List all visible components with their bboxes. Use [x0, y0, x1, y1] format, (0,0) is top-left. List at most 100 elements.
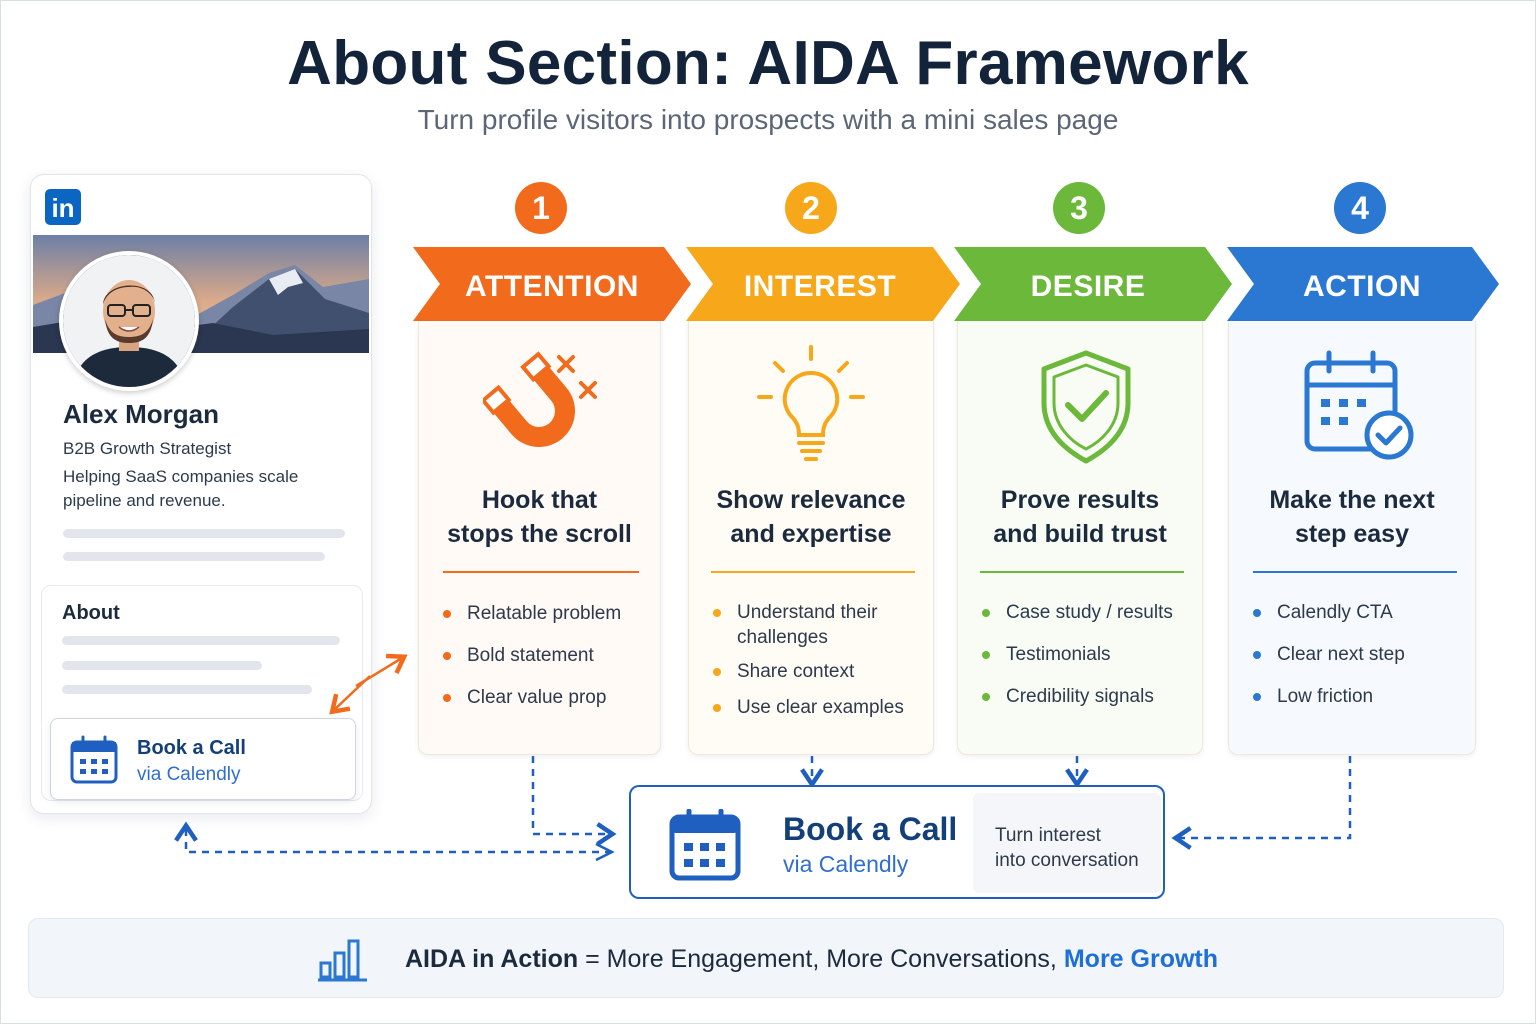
card-title-interest: Show relevance and expertise [689, 483, 933, 551]
footer-text: AIDA in Action = More Engagement, More C… [405, 945, 1218, 974]
bullet-list-interest: Understand their challenges Share contex… [711, 600, 921, 720]
book-call-sub: via Calendly [137, 764, 241, 785]
card-title-line: Show relevance [716, 486, 906, 514]
page-subtitle: Turn profile visitors into prospects wit… [417, 104, 1119, 135]
step-card-action: Make the next step easy Calendly CTA Cle… [1228, 321, 1476, 755]
stage-label-attention: ATTENTION [465, 270, 639, 303]
book-call-subtitle: via Calendly [783, 851, 909, 877]
list-item-text: Bold statement [467, 645, 594, 666]
card-title-line: step easy [1295, 520, 1409, 548]
dashed-arrow [531, 756, 617, 846]
step-number-4: 4 [1334, 182, 1386, 234]
cta-note-panel: Turn interest into conversation [973, 793, 1161, 893]
card-title-line: and expertise [730, 520, 892, 548]
card-title-action: Make the next step easy [1229, 483, 1475, 551]
step-card-desire: Prove results and build trust Case study… [957, 321, 1203, 755]
divider [1253, 571, 1457, 573]
stage-label-action: ACTION [1303, 270, 1421, 303]
list-item-text: Use clear examples [737, 697, 904, 718]
list-item-text: Testimonials [1006, 644, 1111, 665]
chevron-action [1227, 247, 1499, 321]
profile-role: B2B Growth Strategist [63, 439, 232, 458]
cta-note-line: Turn interest [995, 825, 1101, 846]
dashed-arrow [1171, 756, 1352, 850]
list-item-text: Clear value prop [467, 687, 607, 708]
card-title-line: Make the next [1269, 486, 1435, 514]
bullet-list-attention: Relatable problem Bold statement Clear v… [441, 601, 621, 710]
about-section: About Book a Call via Calendly [41, 585, 363, 801]
list-item-text: Case study / results [1006, 602, 1173, 623]
page-title: About Section: AIDA Framework [287, 29, 1249, 98]
footer-highlight: More Growth [1063, 945, 1219, 973]
list-item: Understand their challenges [711, 600, 921, 650]
footer-equals: = [585, 945, 600, 973]
step-card-interest: Show relevance and expertise Understand … [688, 321, 934, 755]
list-item-text: Share context [737, 661, 855, 682]
arrow-head [595, 842, 615, 862]
orange-arrow [329, 675, 371, 715]
list-item-text: Calendly CTA [1277, 602, 1393, 623]
calendar-check-icon [1304, 350, 1414, 460]
footer-lead: AIDA in Action [405, 945, 579, 973]
about-heading: About [62, 602, 120, 624]
book-call-title: Book a Call [783, 811, 958, 847]
footer-middle: More Engagement, More Conversations, [606, 945, 1057, 973]
list-item: Case study / results [980, 600, 1173, 625]
list-item: Bold statement [441, 643, 621, 668]
card-title-line: and build trust [993, 520, 1167, 548]
shield-check-icon [1041, 350, 1131, 464]
list-item: Calendly CTA [1251, 600, 1405, 625]
book-call-label: Book a Call [137, 737, 246, 759]
card-title-line: Hook that [481, 486, 598, 514]
calendar-icon [70, 735, 118, 784]
lightbulb-icon [757, 345, 865, 461]
cta-note-line: into conversation [995, 850, 1139, 871]
book-call-button[interactable]: Book a Call via Calendly Turn interest i… [629, 785, 1165, 899]
placeholder-line [62, 661, 262, 670]
chevron-desire [954, 247, 1232, 321]
list-item: Clear next step [1251, 642, 1405, 667]
list-item-text: Relatable problem [467, 603, 622, 624]
list-item: Clear value prop [441, 685, 621, 710]
list-item: Testimonials [980, 642, 1173, 667]
step-number-3: 3 [1053, 182, 1105, 234]
divider [443, 571, 639, 573]
list-item: Credibility signals [980, 684, 1173, 709]
placeholder-line [62, 636, 340, 645]
divider [711, 571, 915, 573]
placeholder-line [63, 529, 345, 538]
placeholder-line [63, 552, 325, 561]
stage-label-interest: INTEREST [743, 270, 897, 303]
list-item: Relatable problem [441, 601, 621, 626]
card-title-desire: Prove results and build trust [958, 483, 1202, 551]
chevron-interest [686, 247, 960, 321]
list-item: Low friction [1251, 684, 1405, 709]
list-item-text: Clear next step [1277, 644, 1405, 665]
step-card-attention: Hook that stops the scroll Relatable pro… [418, 321, 661, 755]
bar-chart-icon [318, 939, 367, 982]
linkedin-profile-card: in [30, 174, 372, 814]
linkedin-logo-icon: in [45, 189, 81, 225]
list-item-text: Credibility signals [1006, 686, 1154, 707]
profile-description: Helping SaaS companies scale pipeline an… [63, 467, 299, 510]
placeholder-line [62, 685, 312, 694]
list-item-text: Low friction [1277, 686, 1374, 707]
card-title-line: Prove results [1000, 486, 1160, 514]
calendar-icon [669, 809, 741, 881]
list-item-text: Understand their challenges [737, 602, 878, 648]
cta-note: Turn interest into conversation [995, 823, 1139, 873]
profile-name: Alex Morgan [63, 399, 220, 429]
card-title-line: stops the scroll [447, 520, 632, 548]
book-call-mini-button[interactable]: Book a Call via Calendly [50, 718, 356, 800]
avatar [59, 251, 199, 391]
card-title-attention: Hook that stops the scroll [419, 483, 660, 551]
dashed-arrow [174, 821, 612, 854]
list-item: Share context [711, 659, 921, 684]
chevron-attention [413, 247, 691, 321]
step-number-1: 1 [515, 182, 567, 234]
magnet-icon [483, 351, 597, 447]
list-item: Use clear examples [711, 695, 921, 720]
bullet-list-desire: Case study / results Testimonials Credib… [980, 600, 1173, 709]
